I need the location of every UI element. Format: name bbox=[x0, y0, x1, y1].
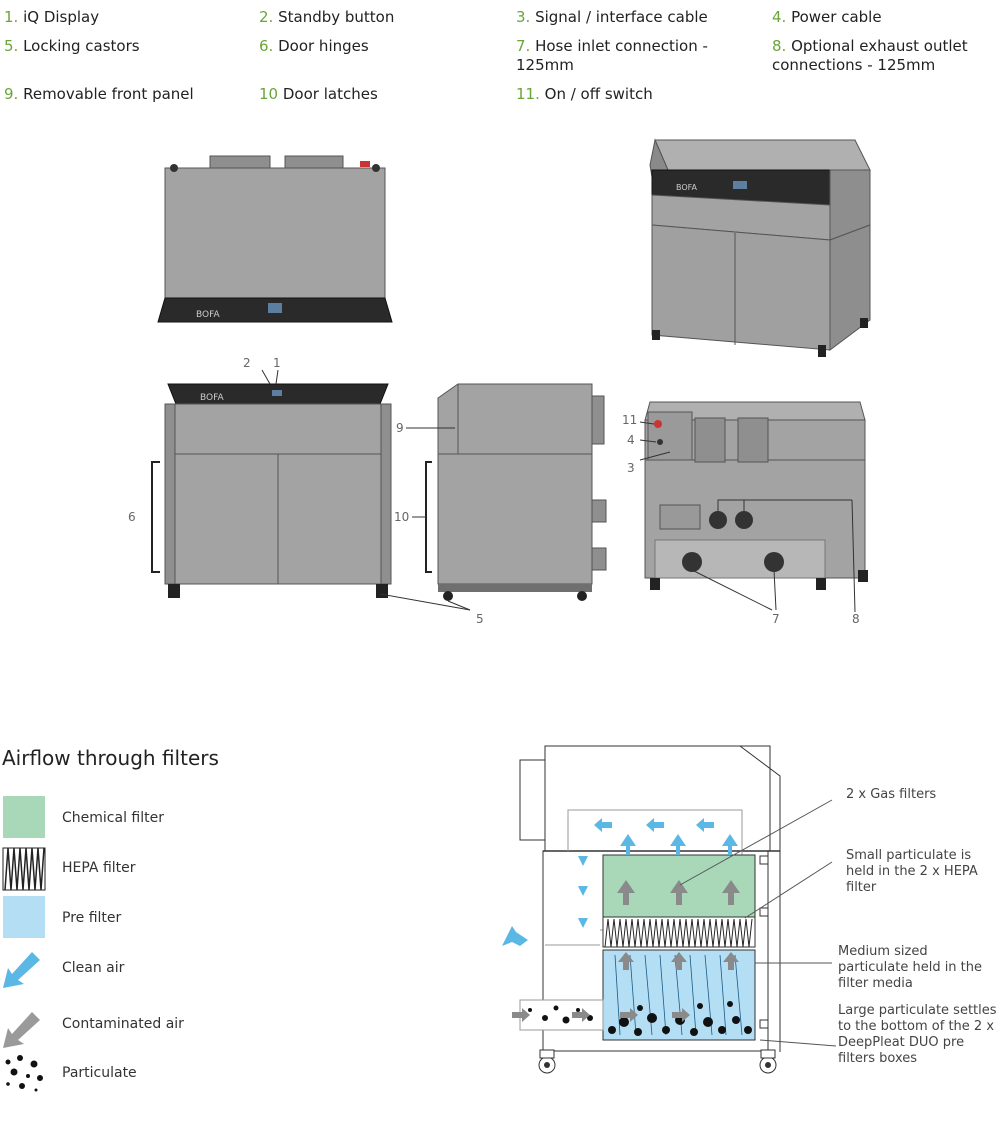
callout-9: 9 bbox=[396, 421, 404, 435]
brand-logo-perspective: BOFA bbox=[676, 183, 698, 192]
part-item-1: 1. iQ Display bbox=[4, 8, 100, 26]
callout-6: 6 bbox=[128, 510, 136, 524]
legend-label-hepa: HEPA filter bbox=[62, 860, 136, 876]
legend-label-contaminated-air: Contaminated air bbox=[62, 1016, 184, 1032]
part-item-11: 11. On / off switch bbox=[516, 85, 653, 103]
clean-air-arrow-icon bbox=[3, 952, 40, 988]
part-item-6: 6. Door hinges bbox=[259, 37, 369, 55]
note-small-particulate: Small particulate is held in the 2 x HEP… bbox=[846, 848, 978, 895]
hepa-filter-zigzag bbox=[2, 847, 46, 891]
side-view bbox=[406, 383, 607, 601]
legend-label-clean-air: Clean air bbox=[62, 960, 125, 976]
part-item-9: 9. Removable front panel bbox=[4, 85, 194, 103]
callout-11: 11 bbox=[622, 413, 638, 427]
part-item-2: 2. Standby button bbox=[259, 8, 395, 26]
callout-5: 5 bbox=[476, 612, 484, 626]
legend-label-prefilter: Pre filter bbox=[62, 910, 122, 926]
parts-list: 1. iQ Display 2. Standby button 3. Signa… bbox=[0, 0, 1000, 110]
callout-8: 8 bbox=[852, 612, 860, 626]
legend-title: Airflow through filters bbox=[2, 746, 219, 770]
legend-label-particulate: Particulate bbox=[62, 1065, 137, 1081]
part-item-4: 4. Power cable bbox=[772, 8, 882, 26]
part-item-8: 8. Optional exhaust outlet connections -… bbox=[772, 37, 968, 74]
part-item-7: 7. Hose inlet connection - 125mm bbox=[516, 37, 708, 74]
particulate-dots-icon bbox=[5, 1055, 43, 1092]
front-view: BOFA bbox=[151, 369, 392, 598]
top-view: BOFA bbox=[157, 155, 393, 323]
rear-view bbox=[379, 401, 868, 613]
note-medium-particulate: Medium sized particulate held in the fil… bbox=[838, 944, 983, 991]
callout-10: 10 bbox=[394, 510, 410, 524]
pre-filter-swatch bbox=[3, 896, 45, 938]
legend-label-chemical: Chemical filter bbox=[62, 810, 164, 826]
note-large-particulate: Large particulate settles to the bottom … bbox=[838, 1003, 997, 1066]
callout-3: 3 bbox=[627, 461, 635, 475]
callout-7: 7 bbox=[772, 612, 780, 626]
part-item-3: 3. Signal / interface cable bbox=[516, 8, 708, 26]
part-item-10: 10 Door latches bbox=[259, 85, 378, 103]
brand-logo-top: BOFA bbox=[196, 310, 220, 320]
callout-4: 4 bbox=[627, 433, 635, 447]
machine-views-drawing: BOFA BOFA BOFA bbox=[151, 138, 871, 613]
perspective-view: BOFA bbox=[649, 138, 871, 357]
callout-2: 2 bbox=[243, 356, 251, 370]
callout-1: 1 bbox=[273, 356, 281, 370]
part-item-5: 5. Locking castors bbox=[4, 37, 140, 55]
note-gas-filters: 2 x Gas filters bbox=[846, 787, 937, 802]
legend-swatches bbox=[2, 796, 46, 1092]
contaminated-air-arrow-icon bbox=[3, 1012, 40, 1048]
chemical-filter-swatch bbox=[3, 796, 45, 838]
brand-logo-front: BOFA bbox=[200, 393, 224, 403]
